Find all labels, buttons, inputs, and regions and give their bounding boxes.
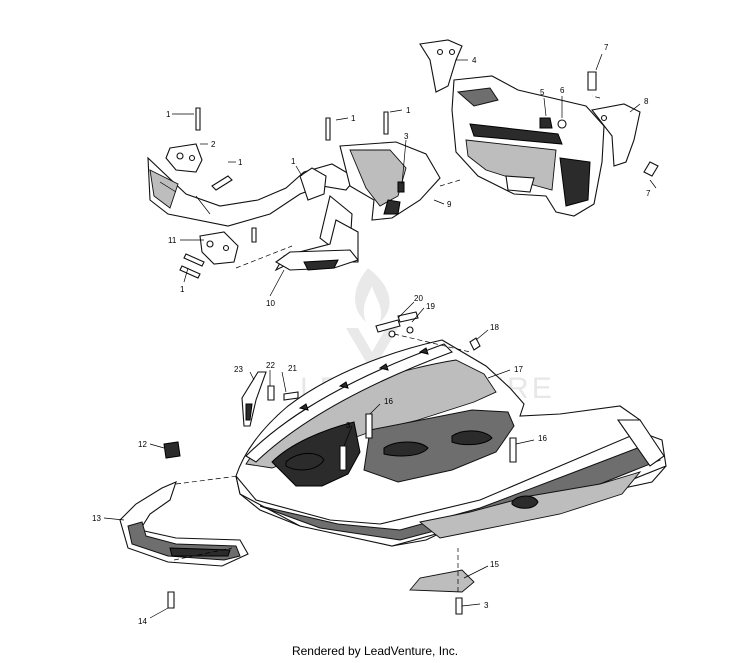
part-hood — [235, 339, 667, 547]
part-support-9 — [339, 141, 441, 221]
callout-6: 6 — [560, 86, 565, 95]
callout-7: 7 — [604, 43, 609, 52]
callout-12: 12 — [138, 440, 147, 449]
callout-11: 11 — [168, 236, 177, 245]
callout-leaders — [103, 53, 657, 619]
callout-9: 9 — [447, 200, 452, 209]
callout-22: 22 — [266, 361, 275, 370]
part-skid-15 — [409, 569, 475, 593]
callout-18: 18 — [490, 323, 499, 332]
callout-5: 5 — [540, 88, 545, 97]
callout-19: 19 — [426, 302, 435, 311]
part-bumper-13 — [119, 481, 249, 567]
part-trim-23 — [241, 371, 267, 427]
callout-1: 1 — [166, 110, 171, 119]
part-windshield-trim — [245, 343, 453, 463]
callout-4: 4 — [472, 56, 477, 65]
callout-1: 1 — [291, 157, 296, 166]
callout-17: 17 — [514, 365, 523, 374]
callout-2: 2 — [211, 140, 216, 149]
callout-7: 7 — [646, 189, 651, 198]
callout-10: 10 — [266, 299, 275, 308]
callout-1: 1 — [238, 158, 243, 167]
alignment-lines-lower — [173, 333, 471, 592]
callout-16: 16 — [384, 397, 393, 406]
part-bracket-8 — [591, 103, 641, 167]
alignment-lines-upper — [235, 95, 601, 269]
footer-credit: Rendered by LeadVenture, Inc. — [291, 644, 459, 658]
callout-15: 15 — [490, 560, 499, 569]
watermark-flame-icon — [355, 268, 390, 322]
part-bracket-4 — [419, 39, 463, 93]
part-bracket-2 — [165, 143, 203, 173]
part-steering-housing — [451, 75, 605, 217]
callout-3: 3 — [346, 421, 351, 430]
callout-8: 8 — [644, 97, 649, 106]
callout-23: 23 — [234, 365, 243, 374]
callout-13: 13 — [92, 514, 101, 523]
part-bracket-11 — [199, 231, 239, 265]
callout-14: 14 — [138, 617, 147, 626]
callout-3: 3 — [404, 132, 409, 141]
callout-1: 1 — [406, 106, 411, 115]
callout-20: 20 — [414, 294, 423, 303]
callout-1: 1 — [351, 114, 356, 123]
callout-21: 21 — [288, 364, 297, 373]
callout-3: 3 — [484, 601, 489, 610]
watermark-v-icon — [346, 328, 398, 372]
callout-16: 16 — [538, 434, 547, 443]
callout-labels: 1 2 1 1 1 1 3 4 5 6 7 8 9 7 10 1 11 12 1… — [92, 43, 651, 626]
callout-1: 1 — [180, 285, 185, 294]
part-bracket-10 — [274, 249, 359, 271]
